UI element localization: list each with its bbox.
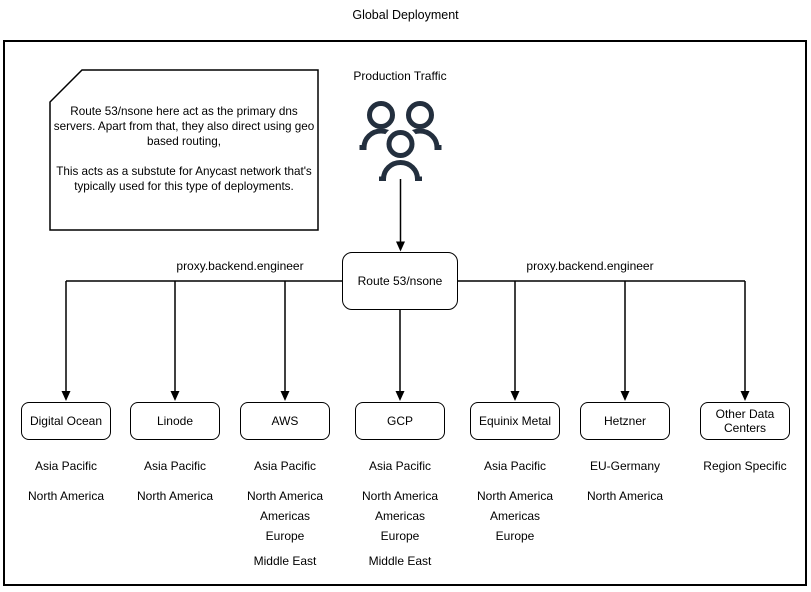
provider-box-equinix-metal: Equinix Metal — [470, 402, 560, 440]
region-label: North America — [586, 489, 664, 503]
proxy-label-left: proxy.backend.engineer — [176, 259, 304, 273]
proxy-label-right: proxy.backend.engineer — [526, 259, 654, 273]
arrowhead — [395, 391, 405, 401]
provider-box-other-data-centers: Other Data Centers — [700, 402, 790, 440]
region-label: Middle East — [253, 554, 317, 568]
region-label: Asia Pacific — [368, 459, 432, 473]
region-label: North America — [136, 489, 214, 503]
region-label: Americas — [489, 509, 540, 523]
region-label: North America — [476, 489, 554, 503]
note-paragraph-2: This acts as a substute for Anycast netw… — [56, 165, 312, 193]
provider-box-aws: AWS — [240, 402, 330, 440]
region-label: Americas — [374, 509, 425, 523]
region-label: North America — [246, 489, 324, 503]
provider-box-linode: Linode — [130, 402, 220, 440]
note-shape — [49, 69, 319, 231]
provider-box-hetzner: Hetzner — [580, 402, 670, 440]
region-label: Asia Pacific — [143, 459, 207, 473]
arrowhead — [510, 391, 520, 401]
provider-label: Digital Ocean — [29, 414, 103, 428]
region-label: Europe — [380, 529, 420, 543]
region-label: Region Specific — [703, 459, 787, 473]
arrowhead — [620, 391, 630, 401]
arrowhead — [396, 241, 405, 252]
deployment-boundary — [3, 40, 807, 586]
provider-label: Hetzner — [603, 414, 647, 428]
production-traffic-label: Production Traffic — [353, 69, 447, 83]
users-icon — [359, 101, 442, 181]
region-label: Asia Pacific — [253, 459, 317, 473]
region-label: North America — [27, 489, 105, 503]
provider-box-gcp: GCP — [355, 402, 445, 440]
provider-label: GCP — [386, 414, 413, 428]
region-label: Americas — [259, 509, 310, 523]
note-paragraph-1: Route 53/nsone here act as the primary d… — [53, 105, 315, 148]
region-label: EU-Germany — [589, 459, 660, 473]
arrowhead — [740, 391, 750, 401]
region-label: Asia Pacific — [34, 459, 98, 473]
arrowhead — [61, 391, 71, 401]
provider-label: Linode — [156, 414, 194, 428]
note-text: Route 53/nsone here act as the primary d… — [52, 104, 316, 194]
provider-label: Equinix Metal — [478, 414, 552, 428]
region-label: Europe — [265, 529, 305, 543]
arrowhead — [280, 391, 290, 401]
provider-label: AWS — [271, 414, 299, 428]
dns-node: Route 53/nsone — [342, 252, 458, 310]
region-label: Middle East — [368, 554, 432, 568]
diagram-title: Global Deployment — [352, 8, 459, 22]
region-label: Asia Pacific — [483, 459, 547, 473]
dns-node-label: Route 53/nsone — [357, 274, 443, 288]
provider-box-digital-ocean: Digital Ocean — [21, 402, 111, 440]
region-label: Europe — [495, 529, 535, 543]
arrowhead — [170, 391, 180, 401]
provider-label: Other Data Centers — [715, 407, 775, 435]
region-label: North America — [361, 489, 439, 503]
